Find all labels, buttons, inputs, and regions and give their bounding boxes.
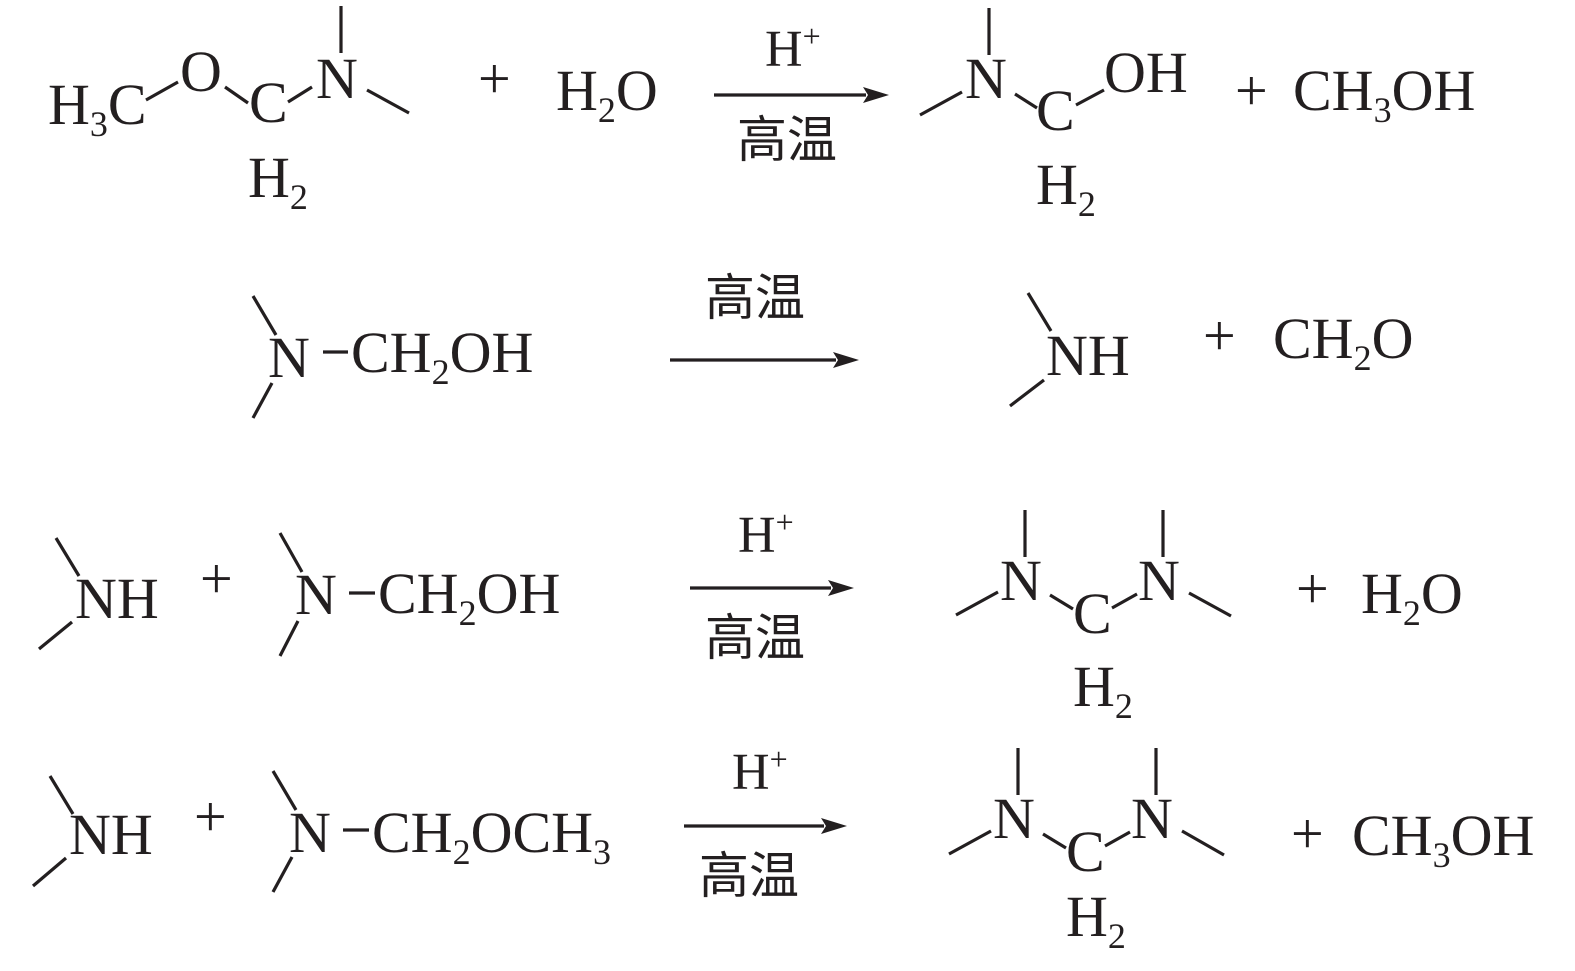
oxygen-atom: O	[180, 39, 222, 104]
bond	[1049, 593, 1074, 611]
reactant-dimethylamine: NH	[31, 775, 153, 888]
nitrogen-atom: N	[1138, 548, 1180, 613]
reactant-dimethylaminomethanol: N CH2OH	[251, 295, 533, 419]
bond	[1104, 830, 1131, 848]
reaction-2: N CH2OH 高温 NH + CH2O	[251, 269, 1413, 419]
nitrogen-atom: N	[268, 325, 310, 390]
reaction-arrow	[690, 580, 854, 596]
heat-condition-label: 高温	[699, 847, 799, 905]
methanol-formula: CH3OH	[1352, 803, 1534, 875]
bond	[48, 775, 75, 815]
water-formula: H2O	[556, 58, 658, 130]
reaction-arrow	[714, 87, 889, 103]
nitrogen-atom: N	[295, 562, 337, 627]
bond	[1009, 378, 1045, 408]
product-dimethylaminomethanol: N C H2 OH	[919, 8, 1188, 224]
nitrogen-atom: N	[965, 46, 1007, 111]
bond	[145, 80, 179, 102]
bond	[31, 856, 68, 888]
reactant-dimethylaminomethanol: N CH2OH	[278, 532, 560, 657]
bond	[278, 620, 300, 657]
carbon-atom: C	[1036, 78, 1075, 143]
carbon-atom: C	[1066, 819, 1105, 884]
heat-condition-label: 高温	[737, 111, 837, 169]
plus-sign: +	[1203, 303, 1236, 368]
bond	[1075, 88, 1105, 107]
nitrogen-atom: N	[289, 800, 331, 865]
plus-sign: +	[1296, 556, 1329, 621]
hydroxyl-group: OH	[1104, 40, 1188, 105]
bond	[224, 85, 249, 105]
carbon-atom: C	[1073, 581, 1112, 646]
ch2oh-group: CH2OH	[378, 561, 560, 633]
reactant-dimethylamine: NH	[37, 537, 159, 651]
product-dimethylamine: NH	[1009, 292, 1130, 408]
formaldehyde-formula: CH2O	[1273, 306, 1413, 378]
reaction-arrow	[670, 352, 859, 368]
nh-group: NH	[75, 566, 159, 631]
bond	[287, 85, 313, 104]
h2-label: H2	[248, 145, 308, 217]
ch2oh-group: CH2OH	[351, 320, 533, 392]
h3c-label: H3C	[48, 72, 147, 144]
heat-condition-label: 高温	[705, 269, 805, 327]
product-bis-dimethylaminomethane: N C H2 N	[955, 510, 1232, 726]
acid-catalyst-label: H+	[738, 504, 794, 564]
bond	[251, 382, 274, 419]
reactant-methoxymethyl-dimethylamine: H3C O C H2 N	[48, 6, 410, 217]
bond	[271, 770, 298, 811]
bond	[955, 590, 999, 617]
plus-sign: +	[200, 546, 233, 611]
reaction-1: H3C O C H2 N + H2O H+ 高温 N C H2 OH	[48, 6, 1475, 224]
bond	[54, 537, 81, 577]
h2-label: H2	[1073, 654, 1133, 726]
bond	[366, 88, 410, 115]
reactant-methoxymethyl-dimethylamine: N CH2OCH3	[271, 770, 611, 893]
bond	[1181, 829, 1225, 857]
nitrogen-atom: N	[993, 786, 1035, 851]
methanol-formula: CH3OH	[1293, 58, 1475, 130]
nh-group: NH	[1046, 323, 1130, 388]
bond	[1111, 592, 1138, 610]
acid-catalyst-label: H+	[732, 741, 788, 801]
bond	[1188, 591, 1232, 618]
reaction-3: NH + N CH2OH H+ 高温 N C H2 N +	[37, 504, 1463, 726]
h2-label: H2	[1036, 152, 1096, 224]
reaction-arrow	[684, 818, 847, 834]
bond	[37, 620, 74, 651]
bond	[1026, 292, 1053, 332]
nitrogen-atom: N	[1000, 548, 1042, 613]
product-bis-dimethylaminomethane: N C H2 N	[948, 748, 1225, 956]
plus-sign: +	[1291, 801, 1324, 866]
acid-catalyst-label: H+	[765, 18, 821, 78]
h2-label: H2	[1066, 884, 1126, 956]
bond	[278, 532, 304, 573]
bond	[271, 856, 294, 893]
heat-condition-label: 高温	[705, 609, 805, 667]
plus-sign: +	[1235, 58, 1268, 123]
nitrogen-atom: N	[316, 46, 358, 111]
nh-group: NH	[69, 802, 153, 867]
bond	[948, 829, 992, 856]
ch2och3-group: CH2OCH3	[372, 800, 611, 872]
bond	[1014, 92, 1038, 110]
water-formula: H2O	[1361, 561, 1463, 633]
plus-sign: +	[194, 784, 227, 849]
plus-sign: +	[478, 46, 511, 111]
bond	[919, 90, 963, 117]
reaction-4: NH + N CH2OCH3 H+ 高温 N C H2 N +	[31, 741, 1534, 956]
nitrogen-atom: N	[1131, 786, 1173, 851]
carbon-atom: C	[249, 70, 288, 135]
bond	[251, 295, 278, 336]
bond	[1042, 832, 1067, 850]
